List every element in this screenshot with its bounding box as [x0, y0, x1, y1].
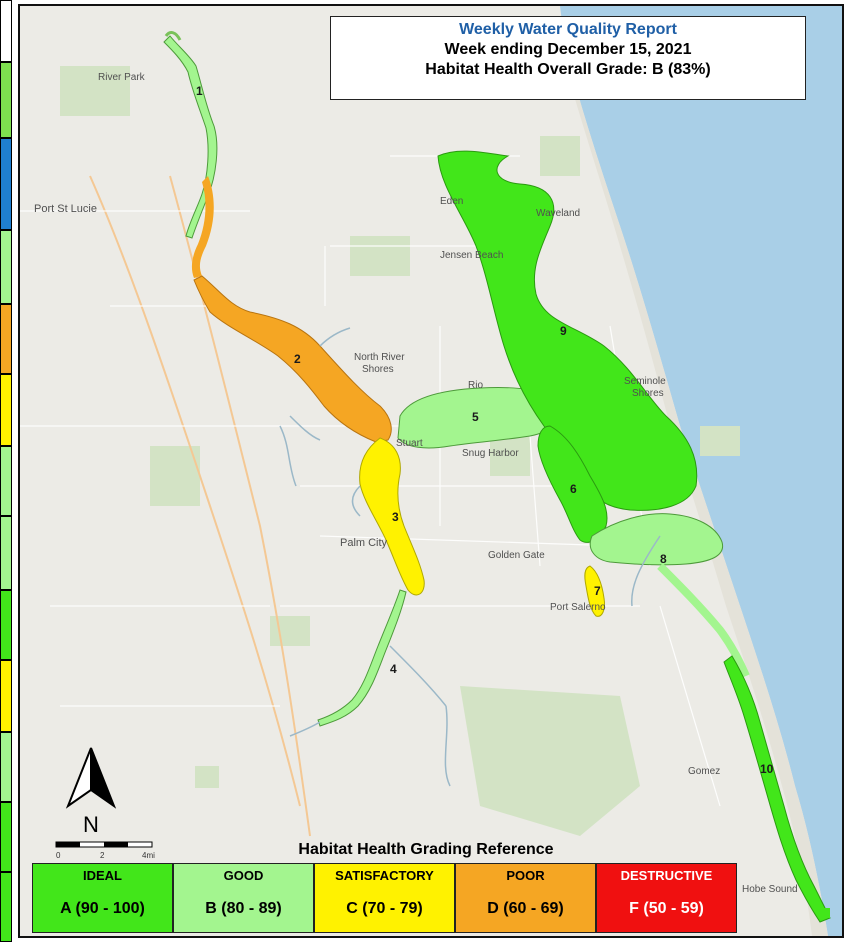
segment-6-label: 6: [570, 482, 577, 496]
legend-satisfactory-range: C (70 - 79): [346, 900, 423, 917]
legend-ideal-range: A (90 - 100): [60, 900, 145, 917]
label-rio: Rio: [468, 380, 484, 391]
label-eden: Eden: [440, 196, 464, 207]
report-overall-grade: Habitat Health Overall Grade: B (83%): [425, 61, 711, 78]
map-frame: River Park Port St Lucie Eden Waveland J…: [18, 4, 844, 938]
hobe-sound-marker: [820, 908, 830, 918]
segment-3-area: [359, 437, 425, 596]
segment-4-label: 4: [390, 662, 397, 676]
legend-satisfactory: SATISFACTORY C (70 - 79): [314, 863, 455, 933]
grading-legend: IDEAL A (90 - 100) GOOD B (80 - 89) SATI…: [32, 863, 737, 933]
strip-block: [0, 590, 12, 660]
segment-8-area: [589, 513, 724, 566]
roads: [89, 175, 311, 837]
label-hobe-sound: Hobe Sound: [742, 884, 798, 895]
legend-good-range: B (80 - 89): [205, 900, 282, 917]
legend-ideal: IDEAL A (90 - 100): [32, 863, 173, 933]
segment-8-label: 8: [660, 552, 667, 566]
segment-10-area: [723, 655, 831, 923]
legend-destructive-label: DESTRUCTIVE: [620, 868, 713, 883]
strip-block: [0, 732, 12, 802]
tributaries: [279, 327, 661, 787]
scale-tick-0: 0: [56, 851, 61, 860]
north-letter: N: [83, 812, 99, 836]
strip-block: [0, 446, 12, 516]
strip-block: [0, 516, 12, 590]
label-palm-city: Palm City: [340, 537, 388, 549]
segment-9-label: 9: [560, 324, 567, 338]
strip-block: [0, 0, 12, 62]
label-jensen-beach: Jensen Beach: [440, 250, 504, 261]
ocean: [560, 6, 842, 936]
strip-block: [0, 230, 12, 304]
segment-7-area: [584, 565, 605, 617]
legend-poor: POOR D (60 - 69): [455, 863, 596, 933]
label-port-st-lucie: Port St Lucie: [34, 203, 97, 215]
legend-good: GOOD B (80 - 89): [173, 863, 314, 933]
parks: [60, 66, 740, 836]
label-seminole-shores-2: Shores: [632, 388, 664, 399]
report-title: Weekly Water Quality Report: [459, 21, 677, 38]
segment-2-label: 2: [294, 352, 301, 366]
label-seminole-shores: Seminole: [624, 376, 666, 387]
label-golden-gate: Golden Gate: [488, 550, 545, 561]
strip-block: [0, 374, 12, 446]
scale-tick-2: 2: [100, 851, 105, 860]
label-north-river-shores-2: Shores: [362, 364, 394, 375]
report-title-box: Weekly Water Quality Report Week ending …: [330, 16, 806, 100]
strip-block: [0, 802, 12, 872]
left-side-strip: [0, 0, 14, 942]
strip-block: [0, 304, 12, 374]
label-river-park: River Park: [98, 72, 145, 83]
basemap[interactable]: [20, 6, 842, 936]
strip-block: [0, 62, 12, 138]
label-port-salerno: Port Salerno: [550, 602, 606, 613]
report-week: Week ending December 15, 2021: [444, 41, 692, 58]
segment-10-label: 10: [760, 762, 774, 776]
legend-good-label: GOOD: [223, 868, 264, 883]
legend-poor-label: POOR: [506, 868, 545, 883]
scale-bar: 0 2 4mi: [55, 841, 155, 860]
segment-6-area: [537, 425, 608, 543]
segment-7-label: 7: [594, 584, 601, 598]
segment-5-label: 5: [472, 410, 479, 424]
label-waveland: Waveland: [536, 208, 581, 219]
label-snug-harbor: Snug Harbor: [462, 448, 519, 459]
label-gomez: Gomez: [688, 766, 721, 777]
segment-1-upper-reach: [164, 31, 182, 41]
segment-9-area: [437, 150, 698, 511]
legend-destructive: DESTRUCTIVE F (50 - 59): [596, 863, 737, 933]
segment-4-area: [317, 589, 407, 727]
scale-tick-4mi: 4mi: [142, 851, 155, 860]
segment-3-label: 3: [392, 510, 399, 524]
strip-block: [0, 138, 12, 230]
legend-ideal-label: IDEAL: [83, 868, 122, 883]
north-arrow-icon: N: [65, 747, 117, 836]
label-north-river-shores: North River: [354, 352, 405, 363]
strip-block: [0, 660, 12, 732]
segment-1-label: 1: [196, 84, 203, 98]
legend-title: Habitat Health Grading Reference: [298, 841, 554, 858]
label-stuart: Stuart: [396, 438, 423, 449]
strip-block: [0, 872, 12, 942]
segment-2-upper-reach: [191, 176, 214, 278]
segment-8-channel: [657, 563, 750, 678]
legend-satisfactory-label: SATISFACTORY: [335, 868, 434, 883]
legend-destructive-range: F (50 - 59): [629, 900, 704, 917]
segment-1-area: [163, 35, 218, 239]
legend-poor-range: D (60 - 69): [487, 900, 564, 917]
